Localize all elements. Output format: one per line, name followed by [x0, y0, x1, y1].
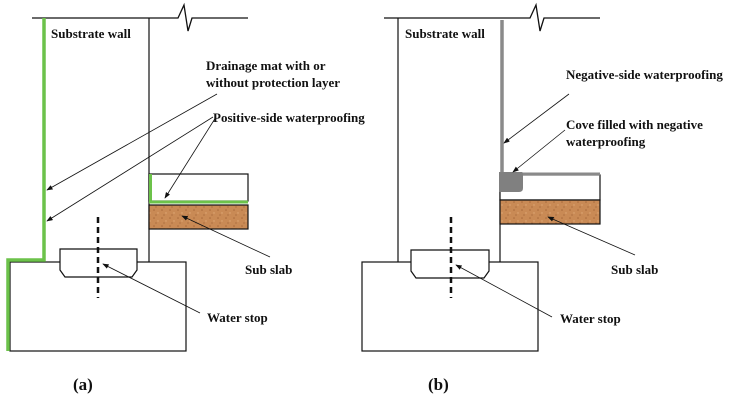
- cove-fill: [499, 172, 523, 192]
- negative-label: Negative-side waterproofing: [566, 67, 723, 82]
- slab: [148, 173, 249, 202]
- arrow-sub-slab: [181, 215, 271, 258]
- leader-arrows: [46, 93, 271, 314]
- sub-slab: [148, 204, 249, 230]
- wall-label: Substrate wall: [51, 26, 131, 41]
- caption-a: (a): [73, 375, 93, 394]
- cove-label-1: Cove filled with negative: [566, 117, 703, 132]
- positive-waterproofing-wall: [6, 18, 46, 351]
- water-stop-label: Water stop: [560, 311, 621, 326]
- arrow-positive-slab: [164, 116, 217, 199]
- ground-line-with-break: [384, 2, 600, 32]
- keyway: [410, 249, 490, 279]
- arrow-positive-wall: [46, 116, 214, 222]
- sub-slab-label: Sub slab: [245, 262, 292, 277]
- wall-label: Substrate wall: [405, 26, 485, 41]
- arrow-water-stop: [102, 263, 201, 314]
- arrow-drainage: [46, 93, 218, 191]
- water-stop-label: Water stop: [207, 310, 268, 325]
- arrow-water-stop: [455, 264, 553, 318]
- panel-a: Substrate wall Drainage mat with or with…: [6, 2, 365, 394]
- panel-b: Substrate wall Negative-side waterproofi…: [361, 2, 723, 394]
- positive-label: Positive-side waterproofing: [213, 110, 365, 125]
- arrow-negative: [503, 93, 570, 144]
- sub-slab-label: Sub slab: [611, 262, 658, 277]
- drainage-label-1: Drainage mat with or: [206, 58, 326, 73]
- drainage-label-2: without protection layer: [206, 75, 340, 90]
- arrow-sub-slab: [547, 216, 636, 256]
- arrow-cove: [512, 129, 566, 173]
- ground-line-with-break: [32, 2, 248, 32]
- leader-arrows: [455, 93, 636, 318]
- positive-waterproofing-slab: [149, 174, 248, 204]
- caption-b: (b): [428, 375, 449, 394]
- cove-label-2: waterproofing: [566, 134, 646, 149]
- sub-slab: [499, 199, 601, 225]
